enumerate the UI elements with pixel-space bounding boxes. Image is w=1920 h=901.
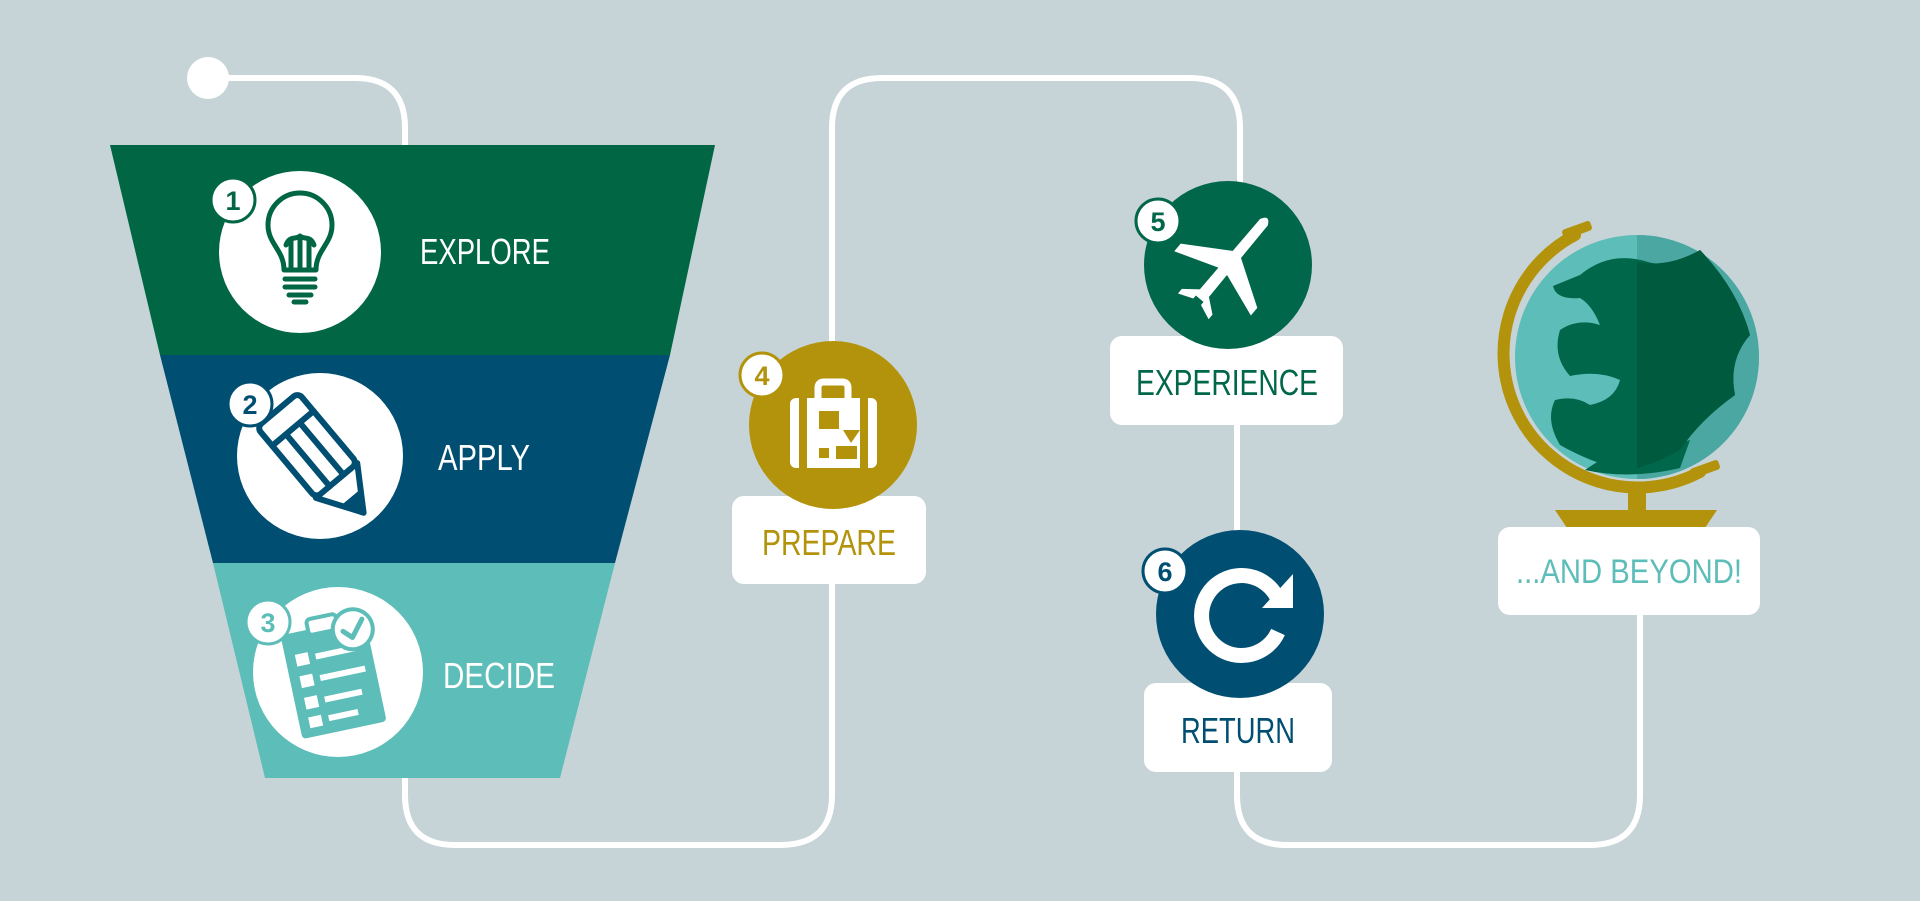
path-start-dot [187, 57, 229, 99]
prepare-label: PREPARE [762, 522, 896, 563]
prepare-number: 4 [754, 361, 769, 391]
step-apply: 2 APPLY [226, 373, 530, 539]
step-prepare: PREPARE 4 [732, 341, 926, 584]
apply-number: 2 [242, 390, 257, 420]
explore-label: EXPLORE [420, 231, 550, 272]
decide-number: 3 [260, 608, 275, 638]
step-beyond: ...AND BEYOND! [1497, 221, 1760, 615]
experience-label: EXPERIENCE [1136, 362, 1318, 403]
return-number: 6 [1157, 557, 1172, 587]
return-icon-circle [1156, 530, 1324, 698]
funnel-band-explore [110, 145, 715, 355]
return-label: RETURN [1181, 710, 1295, 751]
beyond-label-box [1498, 527, 1760, 615]
checklist-icon [281, 607, 386, 739]
step-experience: EXPERIENCE 5 [1110, 181, 1343, 425]
explore-number: 1 [225, 186, 240, 216]
return-number-badge [1141, 547, 1189, 595]
beyond-label: ...AND BEYOND! [1516, 553, 1742, 591]
suitcase-icon [790, 378, 877, 468]
return-label-box [1144, 683, 1332, 772]
prepare-number-badge [738, 351, 786, 399]
step-explore: 1 EXPLORE [209, 171, 550, 333]
globe-icon [1497, 221, 1759, 528]
decide-number-badge [244, 598, 292, 646]
prepare-label-box [732, 496, 926, 584]
experience-number: 5 [1150, 207, 1165, 237]
refresh-icon [1194, 568, 1293, 664]
apply-number-badge [226, 380, 274, 428]
experience-label-box [1110, 336, 1343, 425]
experience-number-badge [1134, 197, 1182, 245]
airplane-icon [1174, 217, 1269, 320]
explore-number-badge [209, 176, 257, 224]
decide-label: DECIDE [443, 655, 555, 696]
pencil-icon [256, 392, 367, 516]
lightbulb-icon [265, 190, 335, 305]
apply-label: APPLY [438, 437, 530, 478]
step-decide: 3 DECIDE [244, 587, 555, 757]
step-return: RETURN 6 [1141, 530, 1332, 772]
